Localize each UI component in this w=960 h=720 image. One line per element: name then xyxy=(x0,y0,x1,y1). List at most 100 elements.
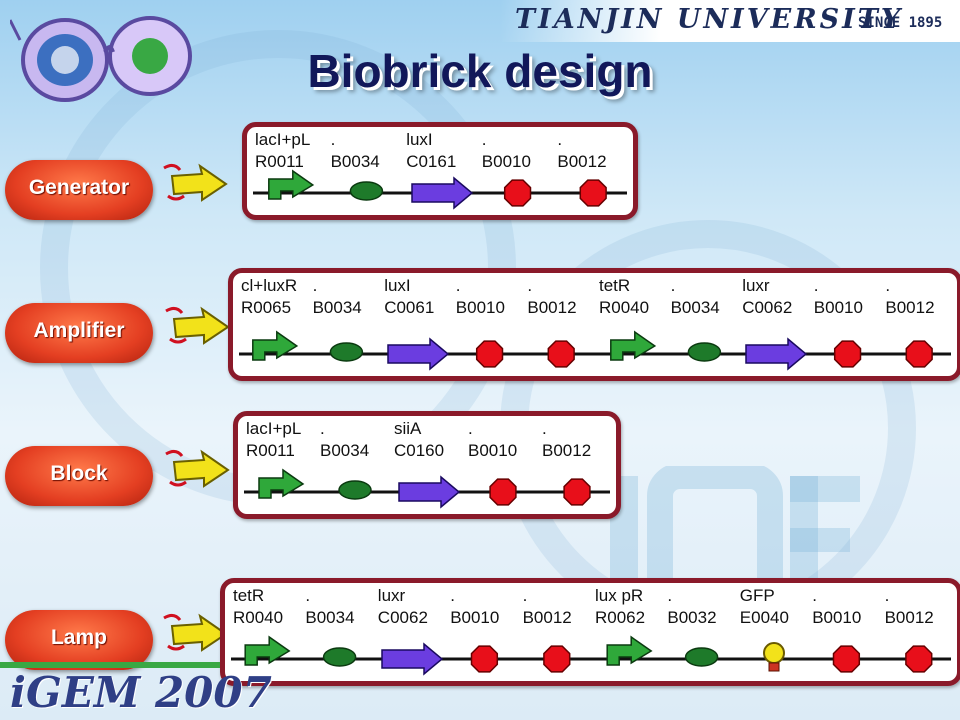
part-id-label: R0040 xyxy=(233,608,283,627)
part-name-label: tetR xyxy=(599,276,630,295)
promoter-icon xyxy=(268,169,315,200)
part-name-label: siiA xyxy=(394,419,422,438)
part-id-label: C0160 xyxy=(394,441,444,460)
part-id-label: B0034 xyxy=(313,298,362,317)
device-label: Amplifier xyxy=(33,319,125,342)
coding-sequence-icon xyxy=(398,475,461,509)
promoter-icon xyxy=(244,635,291,666)
part-id-label: B0012 xyxy=(542,441,591,460)
header-banner xyxy=(500,0,960,42)
terminator-icon xyxy=(579,179,607,207)
part-id-label: B0012 xyxy=(885,298,934,317)
part-id-label: B0034 xyxy=(671,298,720,317)
rbs-icon xyxy=(349,181,384,201)
yellow-arrow-icon xyxy=(163,163,228,202)
part-id-label: B0032 xyxy=(667,608,716,627)
part-id-label: B0012 xyxy=(885,608,934,627)
rbs-icon xyxy=(684,647,719,667)
device-label: Lamp xyxy=(50,626,107,649)
igem-2007-logo: iGEM 2007 xyxy=(10,668,272,717)
construct-diagram: lacI+pL R0011. B0034 siiA C0160. B0010. B0012 xyxy=(244,419,610,509)
part-id-label: R0011 xyxy=(246,441,295,460)
part-id-label: B0010 xyxy=(468,441,517,460)
part-id-label: C0062 xyxy=(742,298,792,317)
part-name-label: . xyxy=(320,419,325,438)
page-title: Biobrick design xyxy=(307,45,653,97)
part-name-label: . xyxy=(331,130,336,149)
since-label: SINCE 1895 xyxy=(858,15,943,31)
yellow-arrow-icon xyxy=(163,613,228,652)
coding-sequence-icon xyxy=(387,337,450,371)
part-name-label: . xyxy=(527,276,532,295)
part-name-label: luxI xyxy=(384,276,410,295)
part-name-label: cl+luxR xyxy=(241,276,297,295)
part-id-label: B0010 xyxy=(456,298,505,317)
part-name-label: lacI+pL xyxy=(246,419,301,438)
promoter-icon xyxy=(258,468,305,499)
part-name-label: lux pR xyxy=(595,586,643,605)
part-id-label: C0062 xyxy=(378,608,428,627)
university-name: TIANJIN UNIVERSITY xyxy=(515,4,904,35)
part-name-label: . xyxy=(450,586,455,605)
part-name-label: . xyxy=(482,130,487,149)
part-id-label: C0061 xyxy=(384,298,434,317)
terminator-icon xyxy=(470,645,499,673)
device-label: Block xyxy=(50,462,108,485)
part-id-label: B0010 xyxy=(450,608,499,627)
footer-stripe xyxy=(0,662,220,668)
part-name-label: . xyxy=(557,130,562,149)
part-name-label: . xyxy=(313,276,318,295)
construct-panel-block: lacI+pL R0011. B0034 siiA C0160. B0010. B0012 xyxy=(233,411,621,519)
part-name-label: . xyxy=(671,276,676,295)
promoter-icon xyxy=(606,635,653,666)
rbs-icon xyxy=(687,342,722,362)
part-id-label: R0040 xyxy=(599,298,649,317)
terminator-icon xyxy=(905,645,933,673)
yellow-arrow-icon xyxy=(165,306,230,345)
part-name-label: luxI xyxy=(406,130,432,149)
terminator-icon xyxy=(489,478,517,506)
part-id-label: R0011 xyxy=(255,152,304,171)
gfp-bulb-icon xyxy=(763,642,785,672)
part-name-label: . xyxy=(812,586,817,605)
part-id-label: R0065 xyxy=(241,298,291,317)
construct-diagram: tetRR0040.B0034luxrC0062.B0010.B0012lux … xyxy=(231,586,951,676)
part-name-label: . xyxy=(667,586,672,605)
part-id-label: B0012 xyxy=(557,152,606,171)
promoter-icon xyxy=(610,330,657,361)
part-id-label: B0010 xyxy=(482,152,531,171)
part-id-label: B0010 xyxy=(812,608,861,627)
part-name-label: . xyxy=(468,419,473,438)
terminator-icon xyxy=(832,645,861,673)
part-name-label: luxr xyxy=(742,276,770,295)
coding-sequence-icon xyxy=(411,176,474,210)
promoter-icon xyxy=(252,330,299,361)
part-name-label: . xyxy=(885,276,890,295)
part-id-label: B0034 xyxy=(320,441,369,460)
part-id-label: C0161 xyxy=(406,152,456,171)
part-id-label: B0012 xyxy=(523,608,572,627)
device-pill-generator: Generator xyxy=(5,160,153,220)
device-pill-lamp: Lamp xyxy=(5,610,153,670)
part-name-label: . xyxy=(305,586,310,605)
part-name-label: tetR xyxy=(233,586,264,605)
device-pill-block: Block xyxy=(5,446,153,506)
part-id-label: E0040 xyxy=(740,608,789,627)
construct-panel-amplifier: cl+luxR R0065. B0034 luxI C0061. B0010. B0012 t… xyxy=(228,268,960,381)
part-id-label: R0062 xyxy=(595,608,645,627)
part-name-label: . xyxy=(456,276,461,295)
part-name-label: lacI+pL xyxy=(255,130,310,149)
device-label: Generator xyxy=(28,176,130,199)
coding-sequence-icon xyxy=(745,337,808,371)
rbs-icon xyxy=(338,480,372,500)
part-name-label: . xyxy=(523,586,528,605)
part-name-label: . xyxy=(814,276,819,295)
coding-sequence-icon xyxy=(381,642,444,676)
part-name-label: luxr xyxy=(378,586,406,605)
part-id-label: B0010 xyxy=(814,298,863,317)
igem-glasses-logo-icon xyxy=(10,16,192,102)
part-name-label: . xyxy=(542,419,547,438)
